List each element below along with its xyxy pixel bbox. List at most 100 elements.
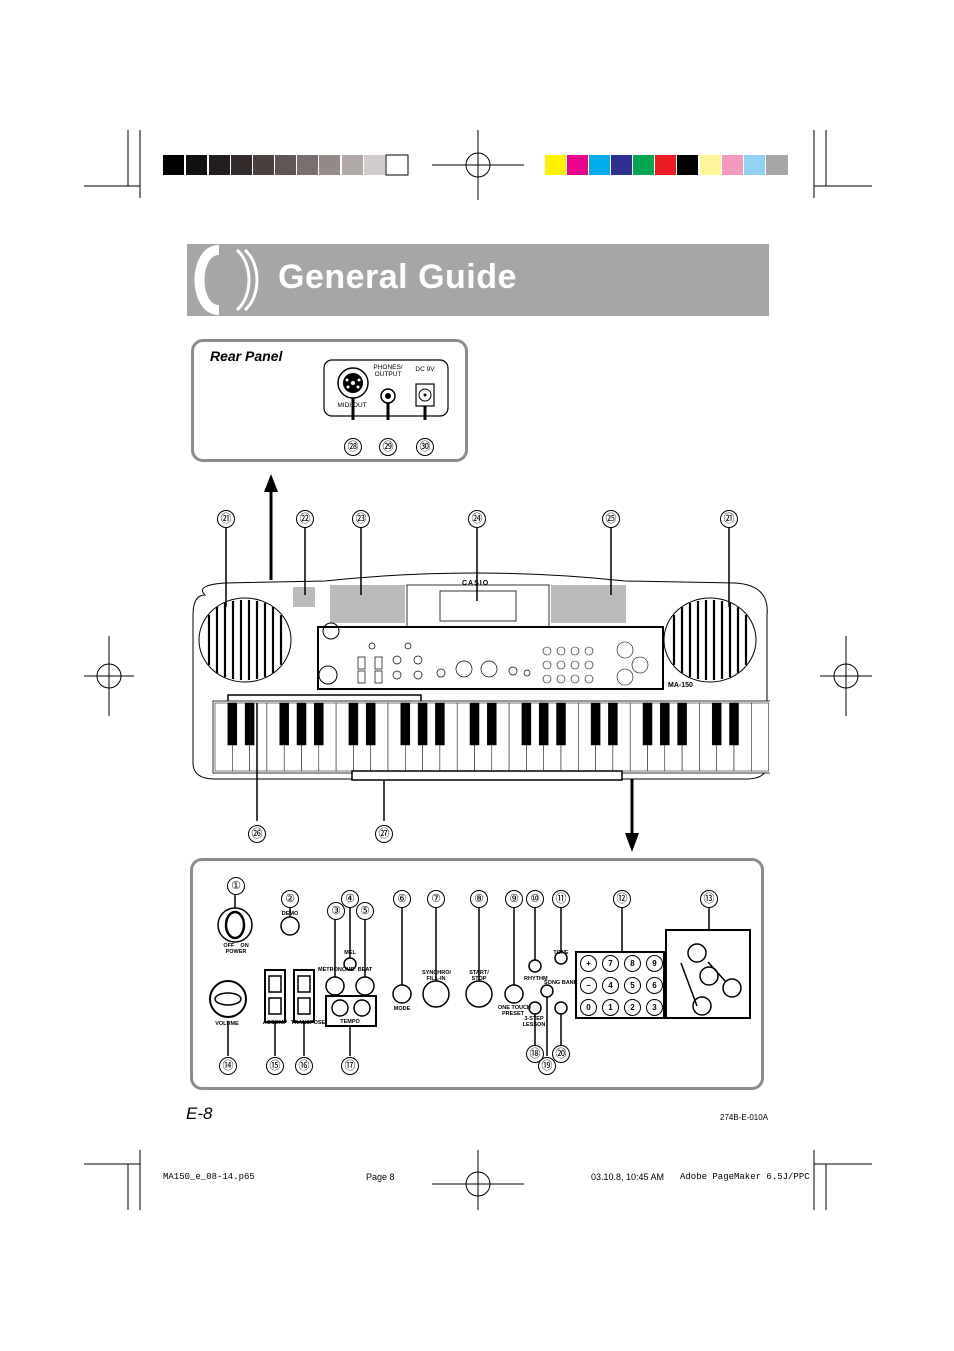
label-tone: TONE: [553, 950, 569, 956]
callout-18: ⑱: [526, 1045, 544, 1063]
black-key: [296, 702, 307, 746]
keypad-button: 2: [624, 999, 641, 1016]
callout-27: ㉗: [375, 825, 393, 843]
title-ornament: [194, 245, 259, 315]
black-key: [677, 702, 687, 746]
callout-30: ㉚: [416, 438, 434, 456]
footer-page: Page 8: [366, 1172, 395, 1182]
white-key: [751, 702, 769, 772]
keypad-button: 1: [602, 999, 619, 1016]
callout-1: ①: [227, 877, 245, 895]
footer-file: MA150_e_08-14.p65: [163, 1172, 255, 1182]
keyboard-illustration: [192, 525, 770, 821]
keypad-button: 3: [646, 999, 663, 1016]
black-key: [365, 702, 376, 746]
page-number: E-8: [186, 1104, 213, 1123]
callout-23: ㉓: [352, 510, 370, 528]
keypad-button: 7: [602, 955, 619, 972]
label-metronome: METRONOME: [318, 967, 355, 973]
rear-panel-heading: Rear Panel: [210, 348, 283, 364]
black-key: [314, 702, 324, 746]
black-key: [487, 702, 497, 746]
callout-7: ⑦: [427, 890, 445, 908]
black-key: [244, 702, 255, 746]
black-key: [538, 702, 549, 746]
label-demo: DEMO: [281, 911, 299, 917]
callout-11: ⑪: [552, 890, 570, 908]
keyboard-model: MA-150: [668, 682, 693, 689]
callout-15: ⑮: [266, 1057, 284, 1075]
callout-17: ⑰: [341, 1057, 359, 1075]
callout-19: ⑲: [538, 1057, 556, 1075]
callout-26: ㉖: [248, 825, 266, 843]
callout-21-left: ㉑: [217, 510, 235, 528]
keyboard-brand: CASIO: [462, 580, 490, 587]
black-key: [729, 702, 739, 746]
keypad-button: 4: [602, 977, 619, 994]
callout-12: ⑫: [613, 890, 631, 908]
keypad-button: 6: [646, 977, 663, 994]
black-key: [556, 702, 566, 746]
label-mode: MODE: [393, 1006, 411, 1012]
label-start-stop: START/ STOP: [469, 970, 489, 982]
keypad-button: 0: [580, 999, 597, 1016]
callout-21-right: ㉑: [720, 510, 738, 528]
callout-10: ⑩: [526, 890, 544, 908]
label-synchro: SYNCHRO/ FILL-IN: [422, 970, 452, 982]
black-key: [227, 702, 238, 746]
callout-3: ③: [327, 902, 345, 920]
black-key: [417, 702, 428, 746]
black-key: [590, 702, 601, 746]
midi-out-label: MIDI OUT: [337, 402, 367, 409]
black-key: [660, 702, 670, 746]
label-song-bank: SONG BANK: [544, 980, 578, 986]
callout-29: ㉙: [379, 438, 397, 456]
callout-2: ②: [281, 890, 299, 908]
black-key: [400, 702, 411, 746]
black-key: [469, 702, 480, 746]
label-accomp: ACCOMP: [262, 1020, 288, 1026]
rear-panel-box: [191, 339, 468, 462]
label-mel: MEL: [344, 950, 356, 956]
phones-output-label: PHONES/ OUTPUT: [373, 364, 403, 378]
keypad-button: 9: [646, 955, 663, 972]
callout-5: ⑤: [356, 902, 374, 920]
black-key: [521, 702, 532, 746]
label-volume: VOLUME: [215, 1021, 239, 1027]
callout-28: ㉘: [344, 438, 362, 456]
rear-panel-jacks: [323, 359, 449, 420]
dc-9v-label: DC 9V: [415, 366, 435, 373]
keypad-button: 8: [624, 955, 641, 972]
callout-16: ⑯: [295, 1057, 313, 1075]
callout-14: ⑭: [219, 1057, 237, 1075]
callout-9: ⑨: [505, 890, 523, 908]
keypad-button: 5: [624, 977, 641, 994]
keypad-button: −: [580, 977, 597, 994]
callout-4: ④: [341, 890, 359, 908]
callout-22: ㉒: [296, 510, 314, 528]
control-panel-box: [190, 858, 764, 1090]
black-key: [642, 702, 653, 746]
footer-date: 03.10.8, 10:45 AM: [591, 1172, 665, 1182]
page-title: General Guide: [278, 258, 517, 296]
footer-app: Adobe PageMaker 6.5J/PPC: [680, 1172, 810, 1182]
black-key: [711, 702, 722, 746]
black-key: [608, 702, 618, 746]
label-tempo: TEMPO: [340, 1019, 360, 1025]
black-key: [435, 702, 445, 746]
label-lesson: 3-STEP LESSON: [522, 1016, 546, 1028]
label-transpose: TRANSPOSE: [291, 1020, 326, 1026]
label-beat: BEAT: [357, 967, 373, 973]
doc-code: 274B-E-010A: [720, 1113, 769, 1122]
callout-20: ⑳: [552, 1045, 570, 1063]
control-panel-drawing: [209, 888, 751, 1056]
callout-6: ⑥: [393, 890, 411, 908]
callout-25: ㉕: [602, 510, 620, 528]
callout-24: ㉔: [468, 510, 486, 528]
title-bar: [187, 244, 769, 316]
label-rhythm: RHYTHM: [524, 976, 548, 982]
label-one-touch: ONE TOUCH PRESET: [498, 1005, 531, 1017]
callout-13: ⑬: [700, 890, 718, 908]
